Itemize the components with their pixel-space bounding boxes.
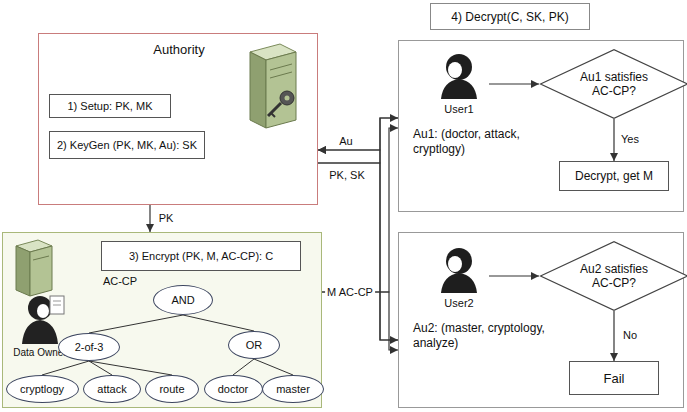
connector: [89, 361, 172, 375]
node-text: Fail: [604, 371, 625, 386]
connector: [89, 315, 183, 333]
edge-label: Yes: [619, 133, 641, 145]
panel-text: Authority: [39, 42, 319, 58]
connector: [613, 311, 614, 361]
node-text: doctor: [218, 383, 249, 395]
node-text: User2: [444, 297, 473, 309]
node-text: cryptlogy: [20, 383, 64, 395]
attribute-oval: cryptlogy: [6, 375, 79, 403]
node-text: Au2 satisfies AC-CP?: [572, 262, 656, 291]
data-owner-server: [16, 240, 52, 296]
process-box: 1) Setup: PK, MK: [49, 94, 171, 118]
node-text: route: [159, 383, 184, 395]
process-box: 2) KeyGen (PK, MK, Au): SK: [49, 131, 205, 159]
node-text: User1: [444, 103, 473, 115]
user-panel: Au1: (doctor, attack, cryptlogy) User1 Au1…: [398, 40, 684, 212]
edge-label: M AC-CP: [325, 286, 375, 298]
panel-text: Au1: (doctor, attack, cryptlogy): [413, 127, 538, 157]
node-text: 2-of-3: [75, 341, 104, 353]
result-box: Fail: [569, 361, 659, 395]
decision-diamond: Au1 satisfies AC-CP?: [539, 49, 687, 119]
node-text: Au1 satisfies AC-CP?: [572, 70, 656, 99]
connector: [489, 275, 539, 276]
attribute-oval: master: [262, 375, 324, 403]
node-text: 2) KeyGen (PK, MK, Au): SK: [57, 139, 197, 151]
edge-label: Au: [337, 135, 354, 147]
edge-label: PK, SK: [327, 169, 366, 181]
node-text: OR: [246, 339, 263, 351]
user-panel: Au2: (master, cryptology, analyze) User2 A…: [398, 232, 684, 408]
connector: [613, 119, 614, 161]
connector: [318, 118, 398, 163]
connector: [318, 150, 398, 340]
node-text: 4) Decrypt(C, SK, PK): [451, 10, 568, 24]
edge-label: No: [621, 329, 639, 341]
decision-diamond: Au2 satisfies AC-CP?: [539, 241, 687, 311]
connector: [318, 163, 398, 340]
node-text: attack: [97, 383, 126, 395]
user-icon: User2: [429, 243, 489, 309]
gate-oval: AND: [153, 285, 213, 315]
attribute-oval: route: [145, 375, 199, 403]
connector: [149, 205, 150, 232]
process-box: 3) Encrypt (PK, M, AC-CP): C: [101, 241, 301, 271]
authority-panel: Authority 1) Setup: PK, MK 2) KeyGen (PK, …: [38, 33, 318, 205]
connector: [233, 359, 254, 375]
node-text: AND: [171, 294, 194, 306]
connector: [318, 118, 398, 150]
connector: [322, 292, 398, 350]
node-text: 3) Encrypt (PK, M, AC-CP): C: [129, 250, 273, 262]
authority-server: [250, 44, 296, 128]
node-text: 1) Setup: PK, MK: [68, 100, 153, 112]
attribute-oval: doctor: [204, 375, 263, 403]
gate-oval: OR: [228, 331, 280, 359]
connector: [254, 359, 293, 375]
step-title-box: 4) Decrypt(C, SK, PK): [430, 3, 590, 30]
connector: [42, 361, 89, 375]
gate-oval: 2-of-3: [58, 333, 120, 361]
policy-label: AC-CP: [103, 275, 137, 287]
node-text: master: [276, 383, 310, 395]
data-owner-panel: Data Owner3) Encrypt (PK, M, AC-CP): CAN…: [2, 232, 322, 408]
user-icon: User1: [429, 49, 489, 115]
edge-label: PK: [157, 212, 176, 224]
attribute-oval: attack: [83, 375, 141, 403]
result-box: Decrypt, get M: [559, 161, 669, 191]
data-owner-person: [22, 296, 64, 344]
connector: [489, 83, 539, 84]
connector: [322, 128, 398, 292]
panel-text: Au2: (master, cryptology, analyze): [413, 321, 545, 351]
node-text: Decrypt, get M: [575, 169, 653, 183]
connector: [183, 315, 254, 331]
